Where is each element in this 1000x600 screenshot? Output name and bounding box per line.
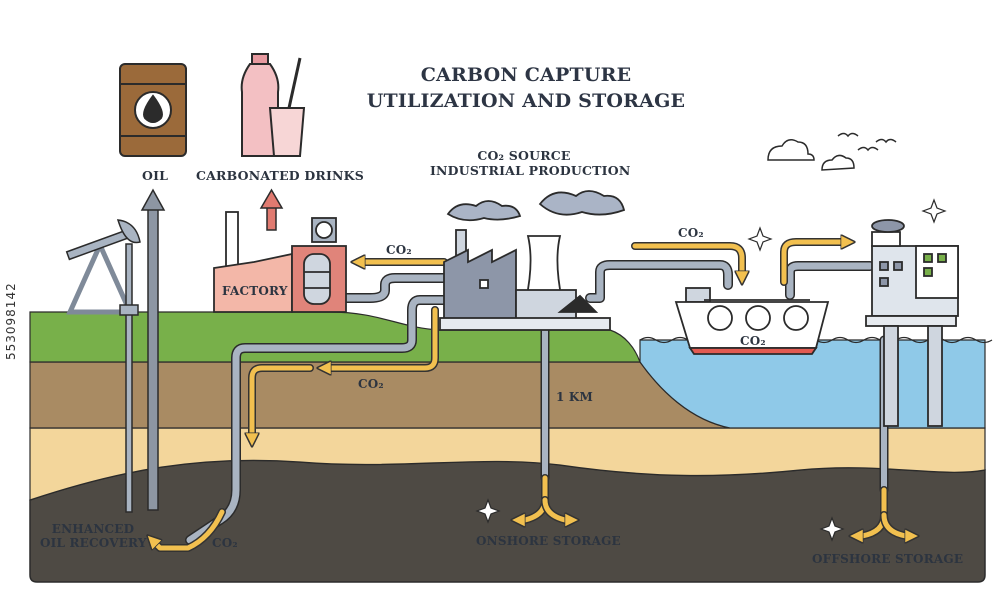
stock-id-watermark: 553098142 <box>4 282 18 360</box>
label-enhanced-line-1: ENHANCED <box>51 522 135 536</box>
label-onshore-storage: ONSHORE STORAGE <box>476 534 621 548</box>
title-line-1: CARBON CAPTURE <box>420 64 632 86</box>
co2-source-plant <box>439 190 626 331</box>
label-factory: FACTORY <box>222 284 288 298</box>
pumpjack <box>65 219 141 513</box>
carbonated-drinks <box>240 53 306 157</box>
factory-building <box>213 211 347 313</box>
label-co2-to-factory: CO₂ <box>386 243 412 257</box>
label-enhanced-oil-recovery: ENHANCED OIL RECOVERY <box>40 522 146 550</box>
label-co2-eor: CO₂ <box>212 536 238 550</box>
label-depth: 1 KM <box>556 390 594 404</box>
label-co2-to-ship: CO₂ <box>678 226 704 240</box>
label-oil: OIL <box>142 168 169 183</box>
label-co2-underground: CO₂ <box>358 377 384 391</box>
sky-decorations <box>767 132 897 171</box>
label-co2-ship: CO₂ <box>740 334 766 348</box>
oil-up-arrow <box>140 188 166 511</box>
oil-barrel <box>119 63 187 157</box>
diagram-title: CARBON CAPTURE UTILIZATION AND STORAGE <box>340 62 712 114</box>
sparkle-icons <box>475 198 947 542</box>
co2-tanker-ship <box>674 287 830 355</box>
title-line-2: UTILIZATION AND STORAGE <box>366 90 686 112</box>
offshore-platform <box>865 219 959 427</box>
label-carbonated-drinks: CARBONATED DRINKS <box>196 168 364 183</box>
label-offshore-storage: OFFSHORE STORAGE <box>812 552 964 566</box>
label-enhanced-line-2: OIL RECOVERY <box>40 536 147 550</box>
label-co2-source: CO₂ SOURCE INDUSTRIAL PRODUCTION <box>430 148 631 178</box>
drinks-up-arrow <box>259 188 284 231</box>
co2-flow-arrows <box>152 242 912 552</box>
label-co2-source-line-1: CO₂ SOURCE <box>477 148 571 163</box>
sand-layer <box>29 427 986 501</box>
label-co2-source-line-2: INDUSTRIAL PRODUCTION <box>430 163 631 178</box>
